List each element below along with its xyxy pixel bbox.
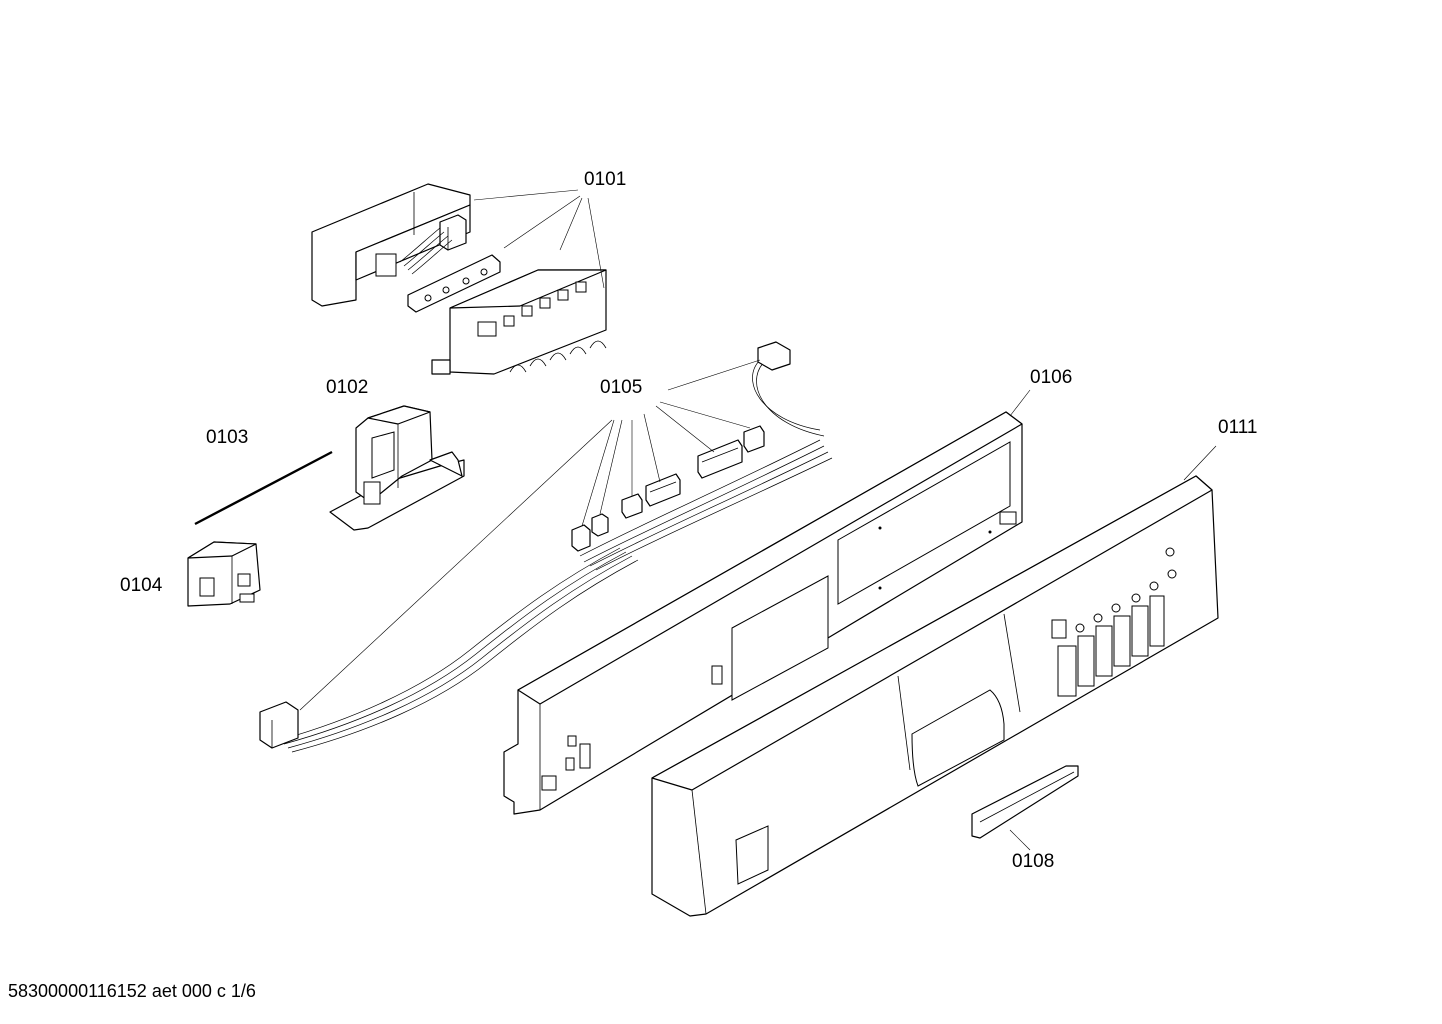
part-0111-fascia bbox=[651, 475, 1219, 917]
label-0105: 0105 bbox=[600, 377, 643, 398]
part-0105-wiring-harness bbox=[259, 341, 833, 753]
leaders-0105 bbox=[299, 359, 761, 711]
label-0111: 0111 bbox=[1218, 417, 1258, 438]
leaders-0101 bbox=[473, 189, 605, 289]
leader-0108 bbox=[1009, 829, 1031, 851]
leader-0106 bbox=[1009, 389, 1031, 417]
part-0101-electronic-module bbox=[311, 183, 607, 375]
part-0104-switch bbox=[187, 541, 261, 607]
document-code-footer: 58300000116152 aet 000 c 1/6 bbox=[8, 981, 256, 1001]
label-0106: 0106 bbox=[1030, 367, 1073, 388]
part-0106-panel-frame bbox=[503, 411, 1023, 815]
leader-0111 bbox=[1183, 445, 1217, 481]
part-0103-rod bbox=[194, 450, 333, 526]
label-0108: 0108 bbox=[1012, 851, 1055, 872]
label-0101: 0101 bbox=[584, 169, 627, 190]
label-0102: 0102 bbox=[326, 377, 369, 398]
label-0103: 0103 bbox=[206, 427, 249, 448]
part-0102-switch-housing bbox=[329, 405, 465, 531]
part-0108-trim bbox=[971, 765, 1079, 839]
label-0104: 0104 bbox=[120, 575, 163, 596]
